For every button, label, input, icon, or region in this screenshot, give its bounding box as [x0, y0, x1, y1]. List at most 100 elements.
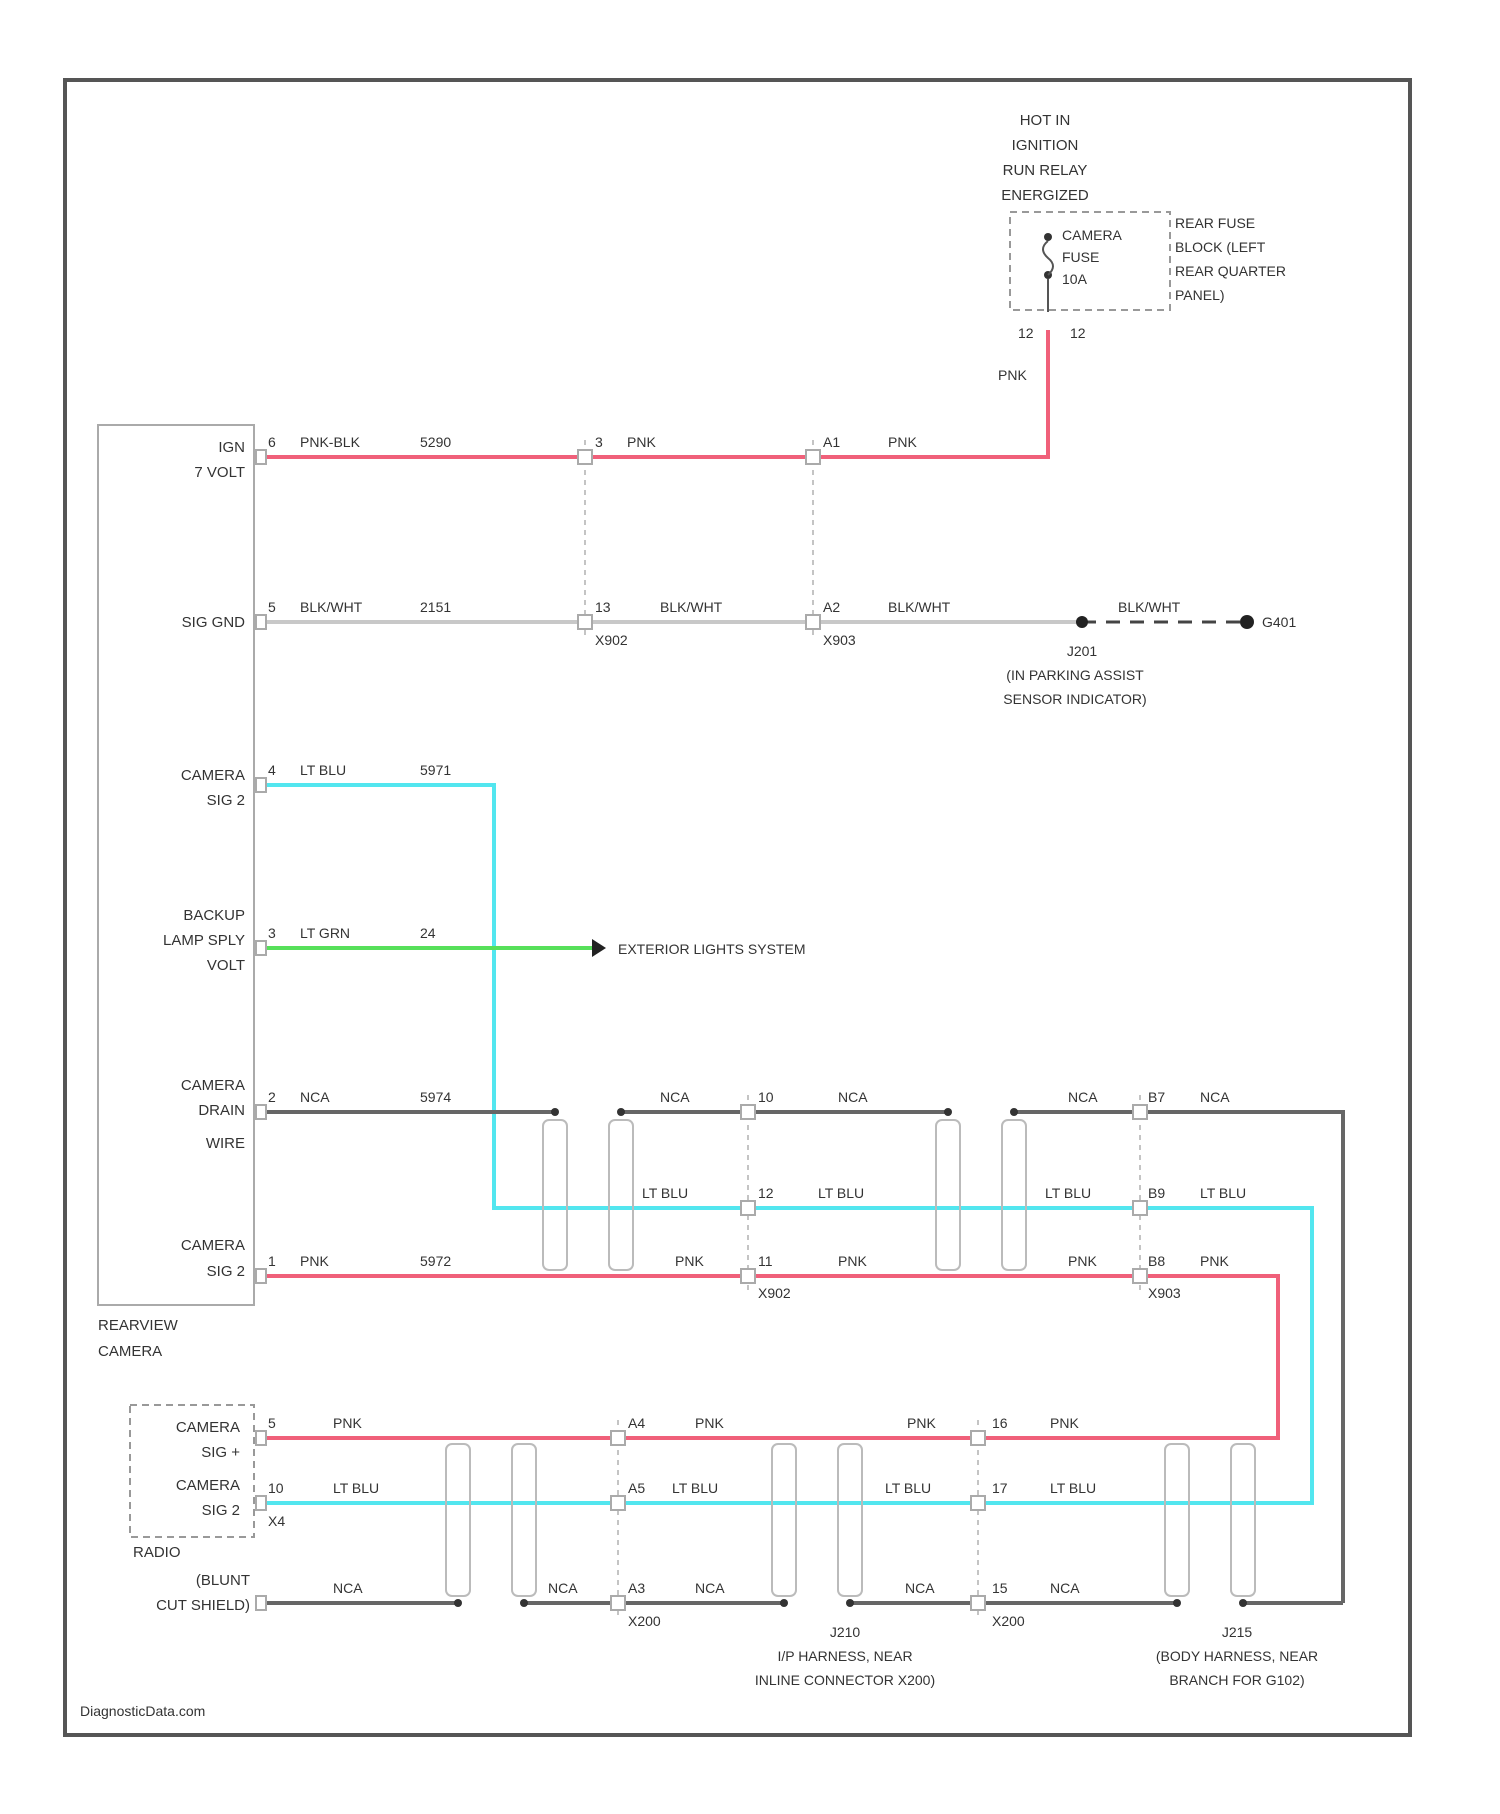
power-header-2: IGNITION	[1012, 137, 1079, 154]
j215-label-2: (BODY HARNESS, NEAR	[1156, 1648, 1318, 1664]
j210-label-3: INLINE CONNECTOR X200)	[755, 1672, 935, 1688]
pnk-color-3: PNK	[1068, 1253, 1097, 1269]
radio-pnk-color-4: PNK	[1050, 1415, 1079, 1431]
cam-pin-1: 1	[268, 1253, 276, 1269]
ign-wire-labels: PNK-BLK 5290 3 PNK A1 PNK	[300, 434, 917, 450]
pnk-circuit: 5972	[420, 1253, 451, 1269]
ltblu-pin1: 12	[758, 1185, 774, 1201]
cam-sig2-label-1: CAMERA	[181, 767, 245, 784]
gnd-circuit: 2151	[420, 599, 451, 615]
fuse-pin-left: 12	[1018, 325, 1034, 341]
cam-drain-label-1: CAMERA	[181, 1077, 245, 1094]
shield-label-2: CUT SHIELD)	[156, 1597, 250, 1614]
drain-color-3: NCA	[838, 1089, 868, 1105]
j215-label-1: J215	[1222, 1624, 1253, 1640]
radio-title: RADIO	[133, 1544, 181, 1561]
fuse-block-label-3: REAR QUARTER	[1175, 263, 1286, 279]
pnk-pin1: 11	[758, 1253, 773, 1269]
gnd-conn1-pin: 13	[595, 599, 611, 615]
ltblu-color-4: LT BLU	[1200, 1185, 1246, 1201]
footer-watermark: DiagnosticData.com	[80, 1703, 205, 1719]
pnk-conn1: X902	[758, 1285, 791, 1301]
splice-j201-note-2: SENSOR INDICATOR)	[1003, 691, 1146, 707]
connector-separators	[585, 440, 1140, 1620]
cam-sig2-label-2: SIG 2	[207, 792, 245, 809]
fuse-label-2: FUSE	[1062, 249, 1099, 265]
camera-box	[98, 425, 254, 1305]
drain-color-4: NCA	[1068, 1089, 1098, 1105]
radio-shield-pin2: 15	[992, 1580, 1008, 1596]
radio-ltblu-color-2: LT BLU	[672, 1480, 718, 1496]
power-source: HOT IN IGNITION RUN RELAY ENERGIZED CAME…	[998, 112, 1286, 383]
radio-shield-color-2: NCA	[548, 1580, 578, 1596]
radio-sig-plus-label-1: CAMERA	[176, 1419, 240, 1436]
ign-circuit: 5290	[420, 434, 451, 450]
gnd-color-2: BLK/WHT	[660, 599, 723, 615]
backup-circuit: 24	[420, 925, 436, 941]
drain-color-5: NCA	[1200, 1089, 1230, 1105]
gnd-wire-labels: BLK/WHT 2151 13 BLK/WHT A2 BLK/WHT BLK/W…	[300, 599, 1296, 707]
radio-shield-color-4: NCA	[905, 1580, 935, 1596]
drain-pin1: 10	[758, 1089, 774, 1105]
radio-pnk-pin2: 16	[992, 1415, 1008, 1431]
power-header-1: HOT IN	[1020, 112, 1071, 129]
pnk-pin2: B8	[1148, 1253, 1165, 1269]
cam-pin-2: 2	[268, 1089, 276, 1105]
fuse-symbol	[1043, 241, 1053, 275]
camera-pin-numbers: 6 5 4 3 2 1	[268, 434, 276, 1269]
fuse-label-1: CAMERA	[1062, 227, 1123, 243]
radio-pin-5: 5	[268, 1415, 276, 1431]
ltblu-pin2: B9	[1148, 1185, 1165, 1201]
wire-drain-nca	[262, 1112, 1343, 1603]
cam-backup-label-1: BACKUP	[183, 907, 245, 924]
radio-pin-10: 10	[268, 1480, 284, 1496]
radio-shield-color-1: NCA	[333, 1580, 363, 1596]
drain-pin2: B7	[1148, 1089, 1165, 1105]
radio-pnk-color-3: PNK	[907, 1415, 936, 1431]
gnd-color-1: BLK/WHT	[300, 599, 363, 615]
radio-pnk-color-2: PNK	[695, 1415, 724, 1431]
shielded-wire-labels: NCA 5974 NCA 10 NCA NCA B7 NCA LT BLU 12…	[300, 1089, 1246, 1301]
ign-camera-color: PNK-BLK	[300, 434, 361, 450]
gnd-color-3: BLK/WHT	[888, 599, 951, 615]
power-header-4: ENERGIZED	[1001, 187, 1089, 204]
cam-pin-3: 3	[268, 925, 276, 941]
cam-ign-label-1: IGN	[218, 439, 245, 456]
fuse-wire-color: PNK	[998, 367, 1027, 383]
ground-label: G401	[1262, 614, 1296, 630]
cam-ign-label-2: 7 VOLT	[194, 464, 245, 481]
exterior-lights-arrow	[592, 939, 606, 957]
radio-ltblu-pin1: A5	[628, 1480, 645, 1496]
pnk-color-1: PNK	[675, 1253, 704, 1269]
drain-color-2: NCA	[660, 1089, 690, 1105]
radio-shield-conn1: X200	[628, 1613, 661, 1629]
splice-end-dots	[454, 1108, 1247, 1607]
gnd-conn2-pin: A2	[823, 599, 840, 615]
cam-gnd-label: SIG GND	[182, 614, 246, 631]
camera-title-1: REARVIEW	[98, 1317, 179, 1334]
drain-circuit: 5974	[420, 1089, 451, 1105]
gnd-color-4: BLK/WHT	[1118, 599, 1181, 615]
radio-ltblu-color-1: LT BLU	[333, 1480, 379, 1496]
fuse-terminal-top	[1044, 233, 1052, 241]
cam-drain-label-3: WIRE	[206, 1135, 245, 1152]
shield-gaps	[458, 1105, 1243, 1610]
radio-shield-conn2: X200	[992, 1613, 1025, 1629]
ltblu-color-3: LT BLU	[1045, 1185, 1091, 1201]
sig2-color: LT BLU	[300, 762, 346, 778]
radio-ltblu-color-4: LT BLU	[1050, 1480, 1096, 1496]
radio-sig-plus-label-2: SIG +	[201, 1444, 240, 1461]
splice-labels: J210 I/P HARNESS, NEAR INLINE CONNECTOR …	[755, 1624, 1318, 1688]
gnd-conn1: X902	[595, 632, 628, 648]
pnk-camera-color: PNK	[300, 1253, 329, 1269]
ign-conn2-pin: A1	[823, 434, 840, 450]
radio-sig2-label-2: SIG 2	[202, 1502, 240, 1519]
cam-sig-label-1: CAMERA	[181, 1237, 245, 1254]
ltblu-color-1: LT BLU	[642, 1185, 688, 1201]
fuse-block-label-1: REAR FUSE	[1175, 215, 1255, 231]
radio-ltblu-color-3: LT BLU	[885, 1480, 931, 1496]
shield-label-1: (BLUNT	[196, 1572, 250, 1589]
radio-connector-x4: X4	[268, 1513, 285, 1529]
j215-label-3: BRANCH FOR G102)	[1169, 1672, 1304, 1688]
